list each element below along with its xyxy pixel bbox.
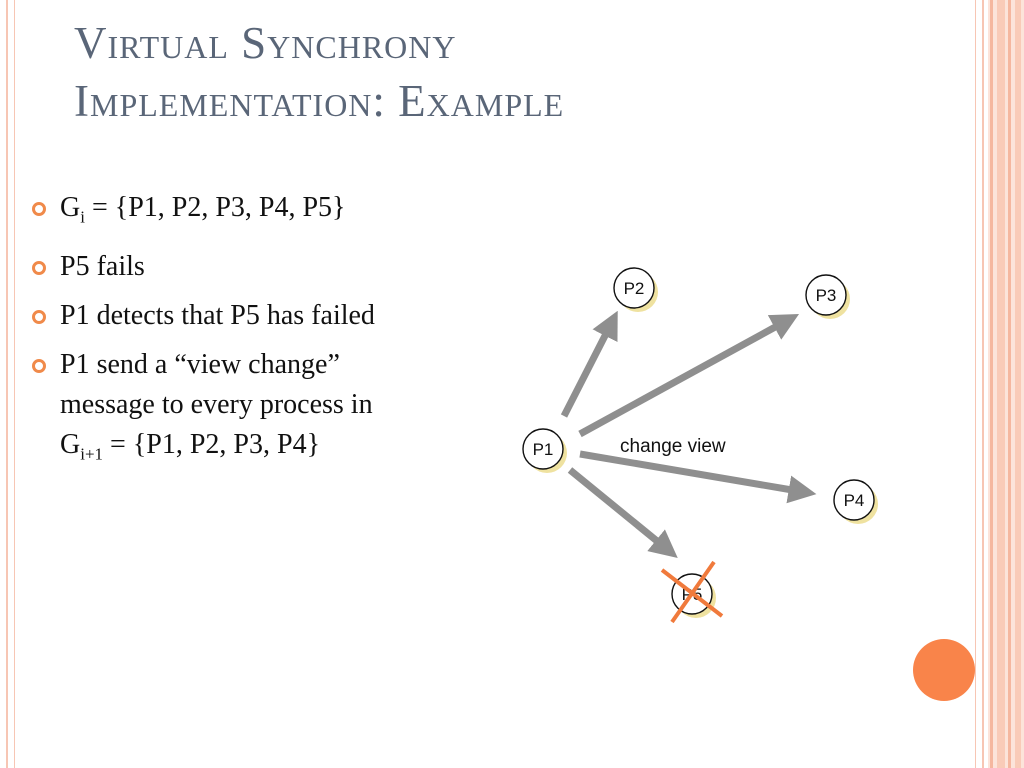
bullet-detects-text: P1 detects that P5 has failed	[60, 299, 375, 331]
bullet-marker-icon	[32, 202, 46, 216]
node-p1: P1	[522, 428, 567, 473]
bullet-group-g: G	[60, 192, 81, 223]
slide-title-line2: Implementation: Example	[74, 76, 565, 126]
bullet-item-view-change: P1 send a “view change” message to every…	[32, 345, 532, 475]
edge-label-change-view: change view	[620, 436, 726, 457]
bullet-list: Gi = {P1, P2, P3, P4, P5} P5 fails P1 de…	[32, 188, 532, 483]
bullet-marker-icon	[32, 358, 46, 373]
node-p2: P2	[613, 267, 658, 312]
frame-border-outer	[6, 0, 984, 768]
node-p5: P5	[660, 560, 724, 624]
edge-p1-p5	[567, 467, 678, 558]
node-p1-label: P1	[533, 440, 554, 459]
bullet-item-detects: P1 detects that P5 has failed	[32, 296, 532, 336]
bullet-group-subscript: i	[80, 207, 85, 227]
edge-p1-p2	[560, 310, 618, 418]
node-p2-label: P2	[624, 279, 645, 298]
bullet-marker-icon	[32, 309, 46, 324]
edge-p1-p3	[578, 313, 800, 438]
bullet-view-change-line2: message to every process in	[60, 388, 373, 420]
view-change-diagram: change view P2 P3 P1 P4 P5	[522, 267, 878, 624]
bullet-fails-text: P5 fails	[60, 250, 145, 282]
failed-cross-icon	[660, 560, 724, 624]
decorative-stripes	[988, 0, 1024, 768]
bullet-view-change-members: = {P1, P2, P3, P4}	[103, 428, 321, 460]
edge-p1-p4	[579, 450, 817, 504]
slide-title: Virtual Synchrony Implementation: Exampl…	[74, 14, 974, 130]
frame-border-inner	[14, 0, 976, 768]
bullet-item-group: Gi = {P1, P2, P3, P4, P5}	[32, 188, 532, 238]
slide-title-line1: Virtual Synchrony	[74, 18, 457, 68]
bullet-view-change-line1: P1 send a “view change”	[60, 348, 340, 380]
bullet-group-members: = {P1, P2, P3, P4, P5}	[84, 192, 346, 223]
node-p3-label: P3	[816, 286, 837, 305]
accent-circle-decoration	[913, 639, 975, 701]
bullet-marker-icon	[32, 260, 46, 275]
bullet-item-fails: P5 fails	[32, 247, 532, 287]
node-p3: P3	[805, 274, 850, 319]
node-p4: P4	[833, 479, 878, 524]
node-p4-label: P4	[844, 491, 865, 510]
bullet-view-change-subscript: i+1	[80, 444, 104, 464]
bullet-view-change-g: G	[60, 428, 81, 460]
